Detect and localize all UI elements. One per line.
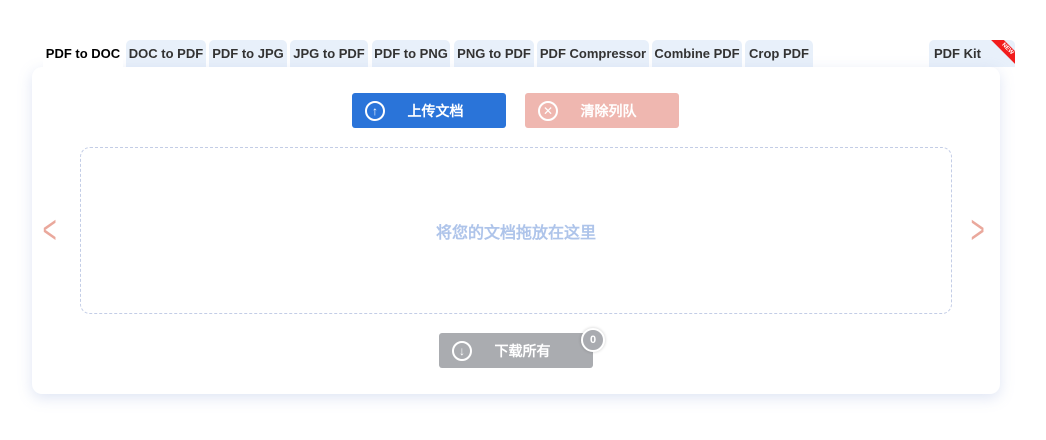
clear-label: 清除列队 [580,102,637,119]
upload-button[interactable]: ↑ 上传文档 [352,93,506,128]
new-badge: NEW [991,40,1015,64]
tab-pdf-kit[interactable]: PDF Kit [929,40,1015,67]
arrow-up-circle-icon: ↑ [365,100,385,121]
tab-pdf-to-doc[interactable]: PDF to DOC [43,40,123,67]
next-arrow-icon[interactable]: > [970,208,985,252]
drop-zone[interactable]: 将您的文档拖放在这里 [80,147,952,314]
tab-combine-pdf[interactable]: Combine PDF [652,40,742,67]
tab-jpg-to-pdf[interactable]: JPG to PDF [290,40,368,67]
upload-label: 上传文档 [407,102,464,119]
download-all-button[interactable]: ↓ 下载所有 [439,333,593,368]
new-ribbon: NEW [991,40,1015,64]
tab-pdf-kit-label: PDF Kit [934,46,981,61]
close-circle-icon: ✕ [538,100,558,121]
download-count-badge: 0 [581,328,605,352]
tab-pdf-to-png[interactable]: PDF to PNG [372,40,450,67]
tab-pdf-compressor[interactable]: PDF Compressor [537,40,649,67]
download-label: 下载所有 [494,342,551,359]
tab-doc-to-pdf[interactable]: DOC to PDF [126,40,206,67]
tab-crop-pdf[interactable]: Crop PDF [745,40,813,67]
drop-zone-text: 将您的文档拖放在这里 [435,224,596,242]
tab-png-to-pdf[interactable]: PNG to PDF [454,40,534,67]
tab-pdf-to-jpg[interactable]: PDF to JPG [209,40,287,67]
arrow-down-circle-icon: ↓ [452,340,472,361]
prev-arrow-icon[interactable]: < [42,208,57,252]
clear-queue-button[interactable]: ✕ 清除列队 [525,93,679,128]
